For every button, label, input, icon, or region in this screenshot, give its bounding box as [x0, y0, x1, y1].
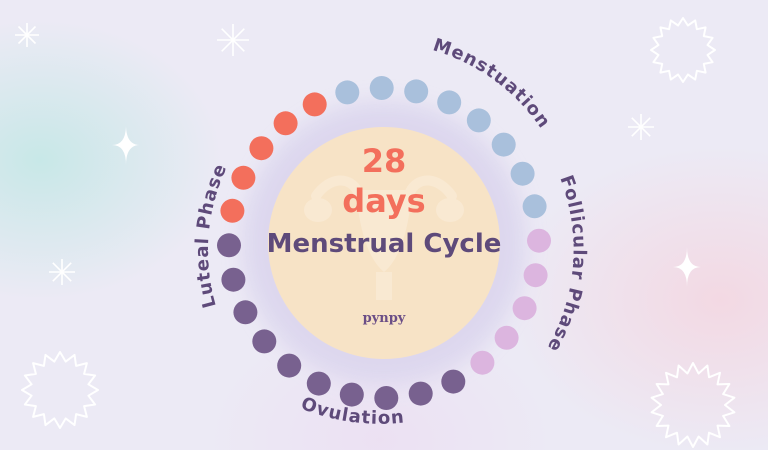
cycle-length-number: 28 — [362, 142, 407, 180]
day-dot — [408, 381, 433, 406]
day-dot — [306, 371, 331, 396]
day-dot — [374, 386, 399, 410]
day-dot — [277, 353, 302, 378]
sparkle-icon — [112, 125, 140, 165]
day-dot — [527, 228, 551, 253]
day-dot — [523, 263, 548, 288]
starburst-icon — [21, 351, 99, 429]
sparkle-icon — [217, 24, 249, 56]
day-dot — [249, 136, 274, 161]
day-dot — [437, 90, 462, 115]
day-dot — [335, 80, 360, 105]
day-dot — [522, 194, 547, 219]
cycle-length-unit: days — [342, 182, 425, 220]
day-dot — [470, 350, 495, 375]
brand-logo: pynpy — [363, 311, 406, 326]
day-dot — [221, 267, 246, 292]
day-dot — [441, 369, 466, 394]
day-dot — [404, 79, 429, 104]
day-dot — [369, 76, 394, 100]
day-dot — [302, 92, 327, 117]
day-dot — [252, 329, 277, 354]
sparkle-icon — [628, 114, 654, 140]
day-dot — [217, 233, 241, 258]
day-dot — [494, 325, 519, 350]
uterus-icon — [304, 175, 464, 300]
day-dot — [233, 300, 258, 325]
day-dot — [273, 111, 298, 136]
day-dot — [512, 296, 537, 321]
sparkle-icon — [49, 259, 75, 285]
cycle-subtitle: Menstrual Cycle — [267, 229, 502, 259]
day-dot — [220, 198, 245, 223]
starburst-icon — [650, 362, 736, 448]
starburst-icon — [650, 17, 716, 83]
day-dot — [466, 108, 491, 133]
sparkle-icon — [15, 23, 39, 47]
phase-label-follicular: Follicular Phase — [543, 173, 590, 356]
day-dot — [231, 165, 256, 190]
sparkle-icon — [673, 247, 701, 287]
day-dot — [339, 382, 364, 407]
day-dots — [217, 76, 551, 410]
day-dot — [510, 161, 535, 186]
day-dot — [491, 132, 516, 157]
sparkles — [15, 17, 736, 448]
